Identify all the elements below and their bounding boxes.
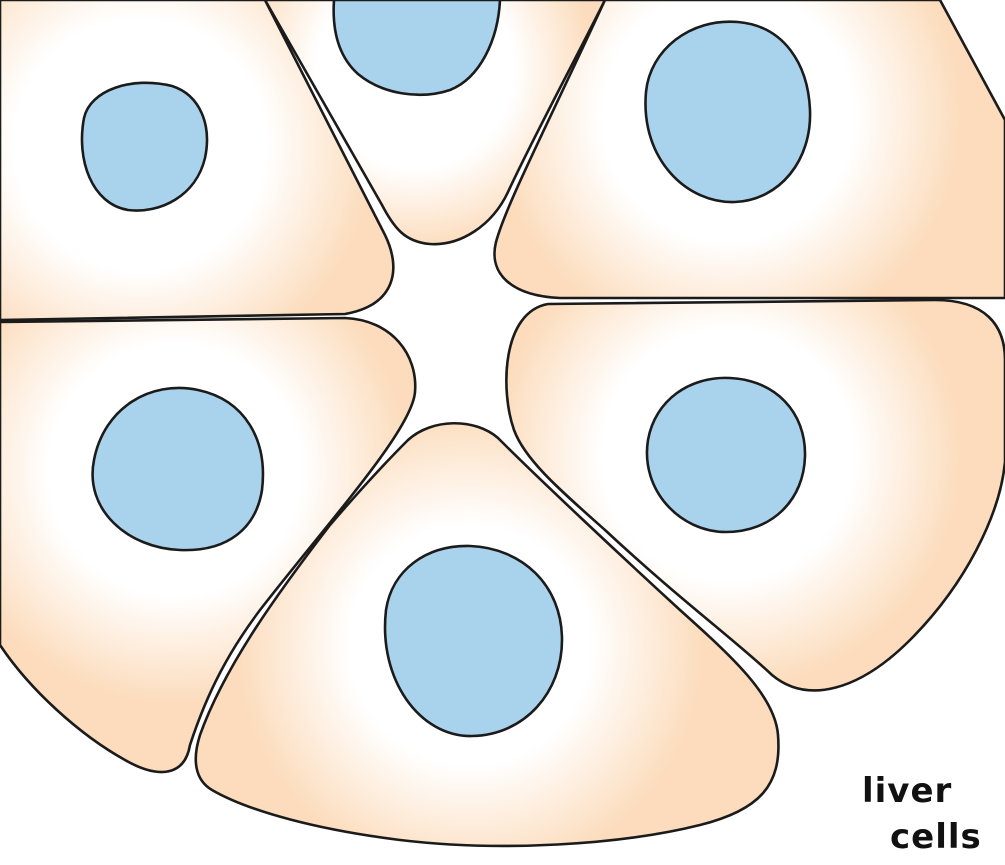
middle-right-nucleus xyxy=(647,378,805,532)
middle-left-nucleus xyxy=(93,388,263,550)
bottom-center-nucleus xyxy=(385,546,562,736)
